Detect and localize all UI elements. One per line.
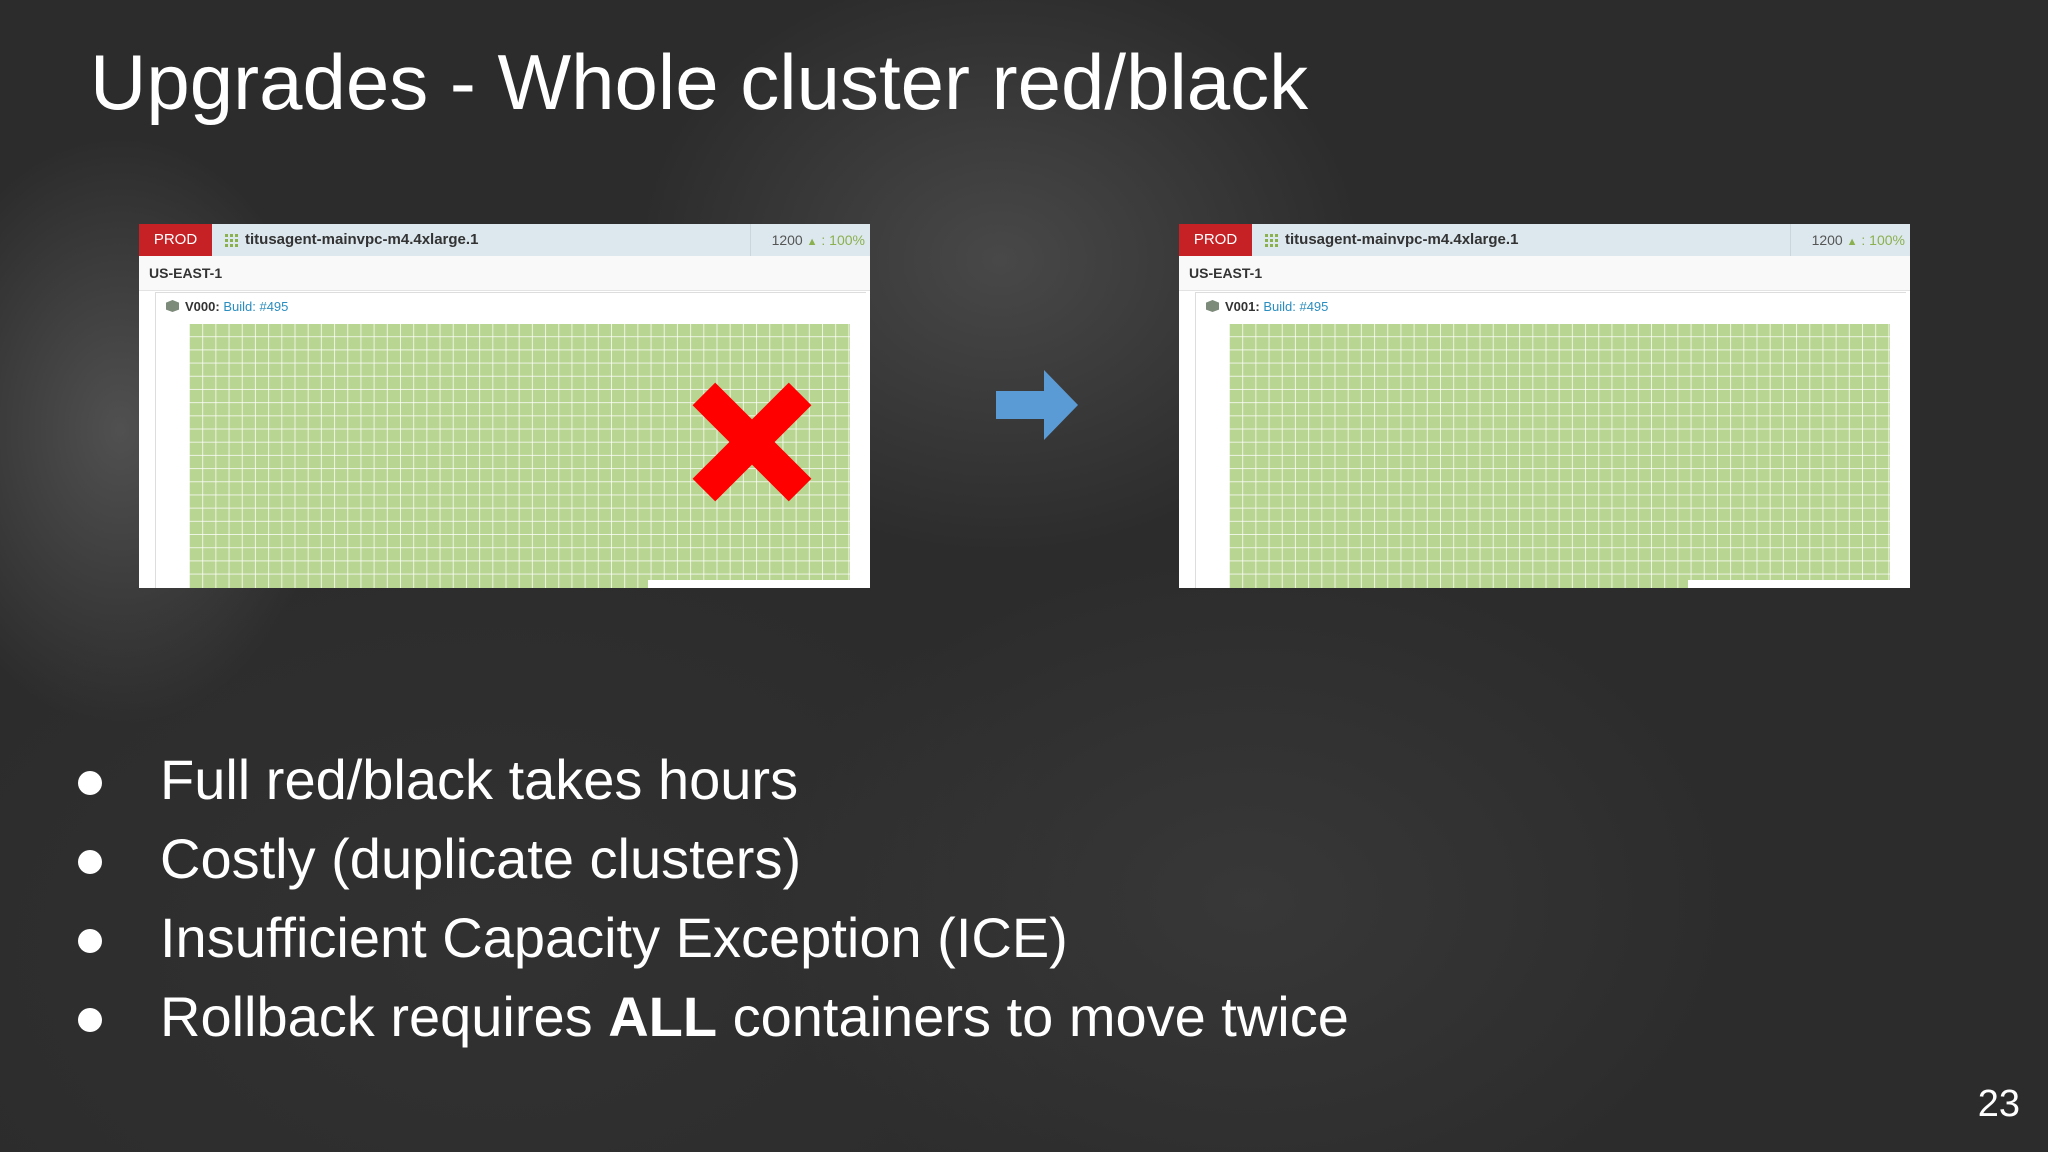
arrow-up-icon: ▲ (1846, 236, 1858, 248)
region-label: US-EAST-1 (1189, 265, 1263, 281)
bullet-dot (78, 929, 102, 953)
instance-count: 1200 ▲ : 100% (1790, 224, 1910, 256)
red-x-icon (692, 382, 812, 502)
page-number: 23 (1977, 1083, 2020, 1125)
cluster-panel-new: PROD titusagent-mainvpc-m4.4xlarge.1 120… (1179, 224, 1910, 588)
env-badge: PROD (1179, 224, 1252, 256)
build-link[interactable]: Build: #495 (223, 299, 289, 314)
instance-count: 1200 ▲ : 100% (750, 224, 870, 256)
slide-title: Upgrades - Whole cluster red/black (90, 38, 1309, 126)
count-percent: : 100% (1861, 232, 1905, 248)
instance-grid (1229, 324, 1890, 580)
bullet-text: Costly (duplicate clusters) (160, 827, 802, 890)
bullet-text-pre: Rollback requires (160, 985, 609, 1048)
bullet-text: Full red/black takes hours (160, 748, 799, 811)
count-value: 1200 (1811, 232, 1843, 248)
env-badge: PROD (139, 224, 212, 256)
box-icon (166, 300, 179, 312)
bullet-text: Insufficient Capacity Exception (ICE) (160, 906, 1068, 969)
panel-header: PROD titusagent-mainvpc-m4.4xlarge.1 120… (1179, 224, 1910, 256)
arrow-up-icon: ▲ (806, 236, 818, 248)
cluster-panel-old: PROD titusagent-mainvpc-m4.4xlarge.1 120… (139, 224, 870, 588)
bullet-item: Rollback requires ALL containers to move… (76, 977, 1349, 1056)
instance-grid-last-row (189, 580, 648, 588)
version-id: V000 (185, 299, 216, 314)
region-row: US-EAST-1 (139, 256, 870, 291)
version-row: V001: Build: #495 (1206, 295, 1328, 319)
region-label: US-EAST-1 (149, 265, 223, 281)
right-arrow-icon (996, 370, 1078, 440)
grid-icon (225, 233, 239, 247)
region-row: US-EAST-1 (1179, 256, 1910, 291)
bullet-list: Full red/black takes hours Costly (dupli… (76, 740, 1349, 1056)
version-id: V001 (1225, 299, 1256, 314)
count-value: 1200 (771, 232, 803, 248)
bullet-dot (78, 1008, 102, 1032)
box-icon (1206, 300, 1219, 312)
cluster-name[interactable]: titusagent-mainvpc-m4.4xlarge.1 (1285, 231, 1519, 248)
version-row: V000: Build: #495 (166, 295, 288, 319)
bullet-dot (78, 850, 102, 874)
bullet-item: Insufficient Capacity Exception (ICE) (76, 898, 1349, 977)
bullet-dot (78, 771, 102, 795)
bullet-item: Costly (duplicate clusters) (76, 819, 1349, 898)
cluster-name[interactable]: titusagent-mainvpc-m4.4xlarge.1 (245, 231, 479, 248)
panel-header: PROD titusagent-mainvpc-m4.4xlarge.1 120… (139, 224, 870, 256)
grid-icon (1265, 233, 1279, 247)
bullet-text-bold: ALL (608, 985, 718, 1048)
bullet-item: Full red/black takes hours (76, 740, 1349, 819)
bullet-text-post: containers to move twice (717, 985, 1349, 1048)
count-percent: : 100% (821, 232, 865, 248)
instance-grid-last-row (1229, 580, 1688, 588)
build-link[interactable]: Build: #495 (1263, 299, 1329, 314)
